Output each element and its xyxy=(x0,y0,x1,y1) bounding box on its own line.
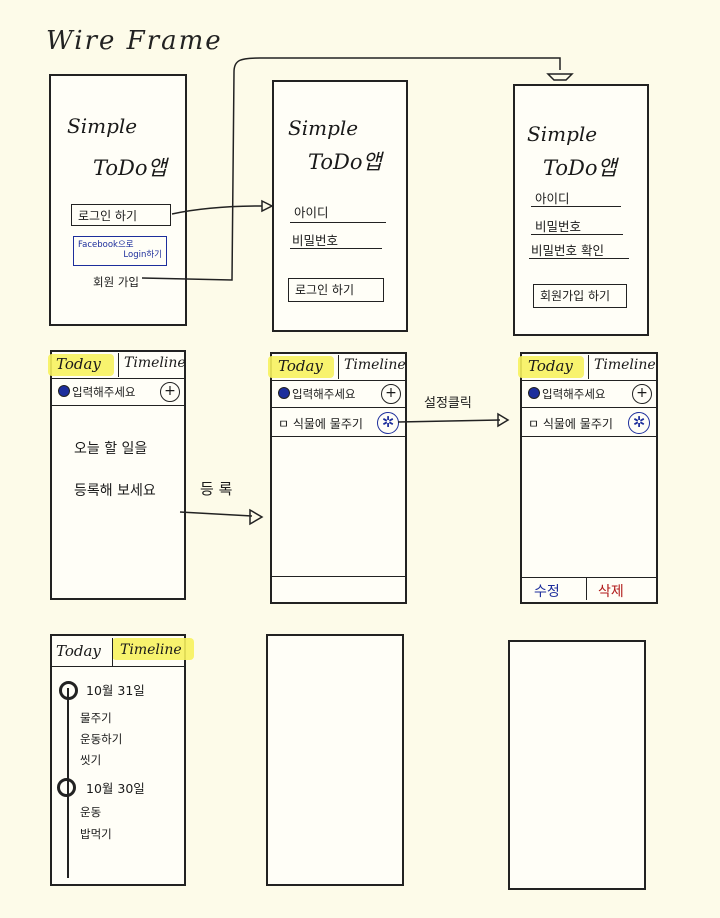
add-icon[interactable]: + xyxy=(632,384,652,404)
add-icon[interactable]: + xyxy=(381,384,401,404)
todo-item-label: ㅁ 식물에 물주기 xyxy=(528,417,613,431)
settings-icon[interactable]: ✲ xyxy=(628,412,650,434)
tab-today[interactable]: Today xyxy=(278,357,323,375)
bottom-line xyxy=(272,576,405,577)
password-field-underline xyxy=(290,248,382,249)
signup-id-underline xyxy=(531,206,621,207)
input-dot-icon xyxy=(528,387,540,399)
tab-timeline[interactable]: Timeline xyxy=(594,357,656,373)
page-title: Wire Frame xyxy=(46,26,223,56)
signup-link[interactable]: 회원 가입 xyxy=(93,275,139,289)
timeline-date: 10월 30일 xyxy=(86,781,145,796)
edit-button[interactable]: 수정 xyxy=(534,584,560,600)
today-tab-highlight xyxy=(518,356,584,378)
tab-timeline[interactable]: Timeline xyxy=(120,642,182,658)
register-arrow-label: 등 록 xyxy=(200,480,233,498)
register-arrow xyxy=(179,511,253,517)
delete-button[interactable]: 삭제 xyxy=(598,584,624,600)
signup-screen: Simple ToDo앱 아이디 비밀번호 비밀번호 확인 회원가입 하기 xyxy=(513,84,649,336)
blank-screen xyxy=(266,634,404,886)
app-name-line1: Simple xyxy=(288,116,359,140)
todo-input-row: 입력해주세요 + xyxy=(272,381,405,408)
id-field-underline xyxy=(290,222,386,223)
input-dot-icon xyxy=(278,387,290,399)
todo-input[interactable]: 입력해주세요 xyxy=(542,387,606,401)
today-tab-highlight xyxy=(48,354,114,376)
tab-today[interactable]: Today xyxy=(528,357,573,375)
password-field[interactable]: 비밀번호 xyxy=(292,233,339,248)
timeline-item: 운동 xyxy=(80,805,102,819)
action-divider xyxy=(586,578,587,600)
signup-submit-button[interactable]: 회원가입 하기 xyxy=(533,284,627,308)
app-name-line1: Simple xyxy=(527,122,598,146)
action-bar: 수정 삭제 xyxy=(522,577,656,602)
todo-item-row[interactable]: ㅁ 식물에 물주기 ✲ xyxy=(522,410,656,437)
login-button[interactable]: 로그인 하기 xyxy=(71,204,171,226)
arrowhead-icon xyxy=(261,199,274,213)
arrowhead-icon xyxy=(497,412,510,428)
facebook-line2: Login하기 xyxy=(123,250,162,261)
add-icon[interactable]: + xyxy=(160,382,180,402)
tab-divider xyxy=(118,353,119,377)
timeline-tab-highlight xyxy=(112,638,194,660)
tab-today[interactable]: Today xyxy=(56,642,101,660)
timeline-node-icon xyxy=(59,681,78,700)
todo-item-label: ㅁ 식물에 물주기 xyxy=(278,417,363,431)
empty-message-line1: 오늘 할 일을 xyxy=(74,441,148,457)
signup-id-field[interactable]: 아이디 xyxy=(535,191,570,206)
timeline-item: 밥먹기 xyxy=(80,827,112,841)
timeline-item: 물주기 xyxy=(80,711,112,725)
todo-item-row[interactable]: ㅁ 식물에 물주기 ✲ xyxy=(272,410,405,437)
tab-divider xyxy=(112,638,113,666)
timeline-item: 씻기 xyxy=(80,753,102,767)
todo-input-row: 입력해주세요 + xyxy=(52,379,184,406)
setting-click-arrow-label: 설정클릭 xyxy=(424,396,472,411)
tab-bar: Today Timeline xyxy=(522,354,656,381)
login-screen: Simple ToDo앱 로그인 하기 Facebook으로 Login하기 회… xyxy=(49,74,187,326)
arrowhead-icon xyxy=(249,508,264,526)
empty-message-line2: 등록해 보세요 xyxy=(74,483,156,499)
login-submit-button[interactable]: 로그인 하기 xyxy=(288,278,384,302)
facebook-login-button[interactable]: Facebook으로 Login하기 xyxy=(73,236,167,266)
app-name-line2: ToDo앱 xyxy=(308,150,382,174)
app-name-line1: Simple xyxy=(67,114,138,138)
tab-today[interactable]: Today xyxy=(56,355,101,373)
signup-password-confirm-underline xyxy=(529,258,629,259)
timeline-node-icon xyxy=(57,778,76,797)
blank-screen xyxy=(508,640,646,890)
today-edit-screen: Today Timeline 입력해주세요 + ㅁ 식물에 물주기 ✲ 수정 삭… xyxy=(518,352,658,604)
tab-divider xyxy=(588,355,589,379)
login-form-screen: Simple ToDo앱 아이디 비밀번호 로그인 하기 xyxy=(272,80,408,332)
id-field[interactable]: 아이디 xyxy=(294,205,329,220)
facebook-line1: Facebook으로 xyxy=(78,240,134,250)
tab-timeline[interactable]: Timeline xyxy=(344,357,406,373)
setting-click-arrow xyxy=(397,419,501,423)
app-name-line2: ToDo앱 xyxy=(93,156,167,180)
settings-icon[interactable]: ✲ xyxy=(377,412,399,434)
signup-password-field[interactable]: 비밀번호 xyxy=(535,219,582,234)
tab-bar: Today Timeline xyxy=(52,636,184,667)
signup-password-confirm-field[interactable]: 비밀번호 확인 xyxy=(531,243,604,258)
today-empty-screen: Today Timeline 입력해주세요 + 오늘 할 일을 등록해 보세요 xyxy=(48,350,186,600)
timeline-screen: Today Timeline 10월 31일 물주기 운동하기 씻기 10월 3… xyxy=(50,634,194,886)
todo-input[interactable]: 입력해주세요 xyxy=(72,385,136,399)
tab-timeline[interactable]: Timeline xyxy=(124,355,186,371)
today-tab-highlight xyxy=(268,356,334,378)
input-dot-icon xyxy=(58,385,70,397)
timeline-item: 운동하기 xyxy=(80,732,123,746)
signup-password-underline xyxy=(531,234,623,235)
timeline-date: 10월 31일 xyxy=(86,683,145,698)
todo-input[interactable]: 입력해주세요 xyxy=(292,387,356,401)
arrowhead-icon xyxy=(546,73,574,81)
todo-input-row: 입력해주세요 + xyxy=(522,381,656,408)
tab-bar: Today Timeline xyxy=(272,354,406,381)
tab-divider xyxy=(338,355,339,379)
tab-bar: Today Timeline xyxy=(52,352,186,379)
app-name-line2: ToDo앱 xyxy=(543,156,617,180)
today-list-screen: Today Timeline 입력해주세요 + ㅁ 식물에 물주기 ✲ xyxy=(268,352,407,604)
